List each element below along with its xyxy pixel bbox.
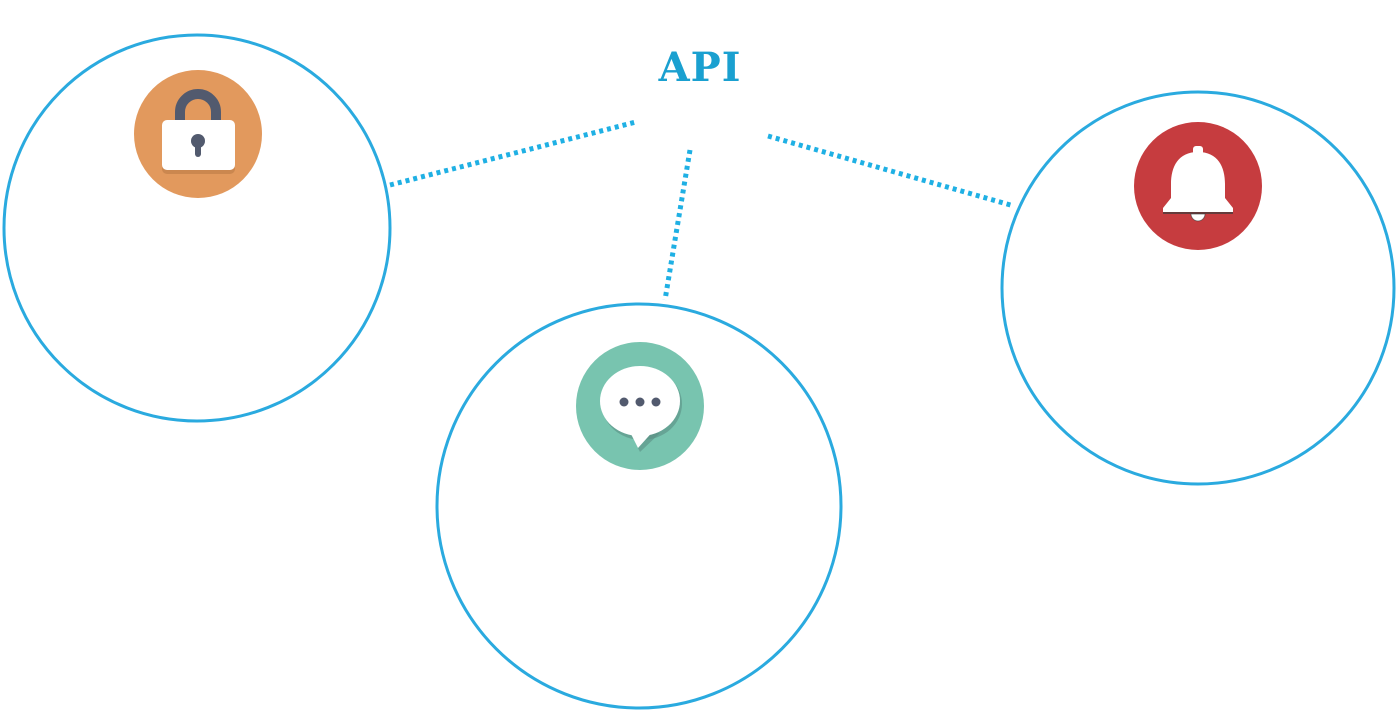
connector-security	[389, 119, 637, 188]
bell-icon	[1134, 122, 1262, 250]
node-notifications	[1000, 90, 1396, 486]
node-security-ring	[2, 33, 392, 423]
connector-messaging	[662, 149, 693, 301]
node-security	[2, 33, 392, 423]
node-notifications-ring	[1000, 90, 1396, 486]
chat-bubble-icon	[576, 342, 704, 470]
connector-notifications	[767, 133, 1015, 209]
node-messaging-ring	[435, 302, 843, 710]
api-title: API	[658, 44, 742, 91]
node-messaging	[435, 302, 843, 710]
lock-icon	[134, 70, 262, 198]
